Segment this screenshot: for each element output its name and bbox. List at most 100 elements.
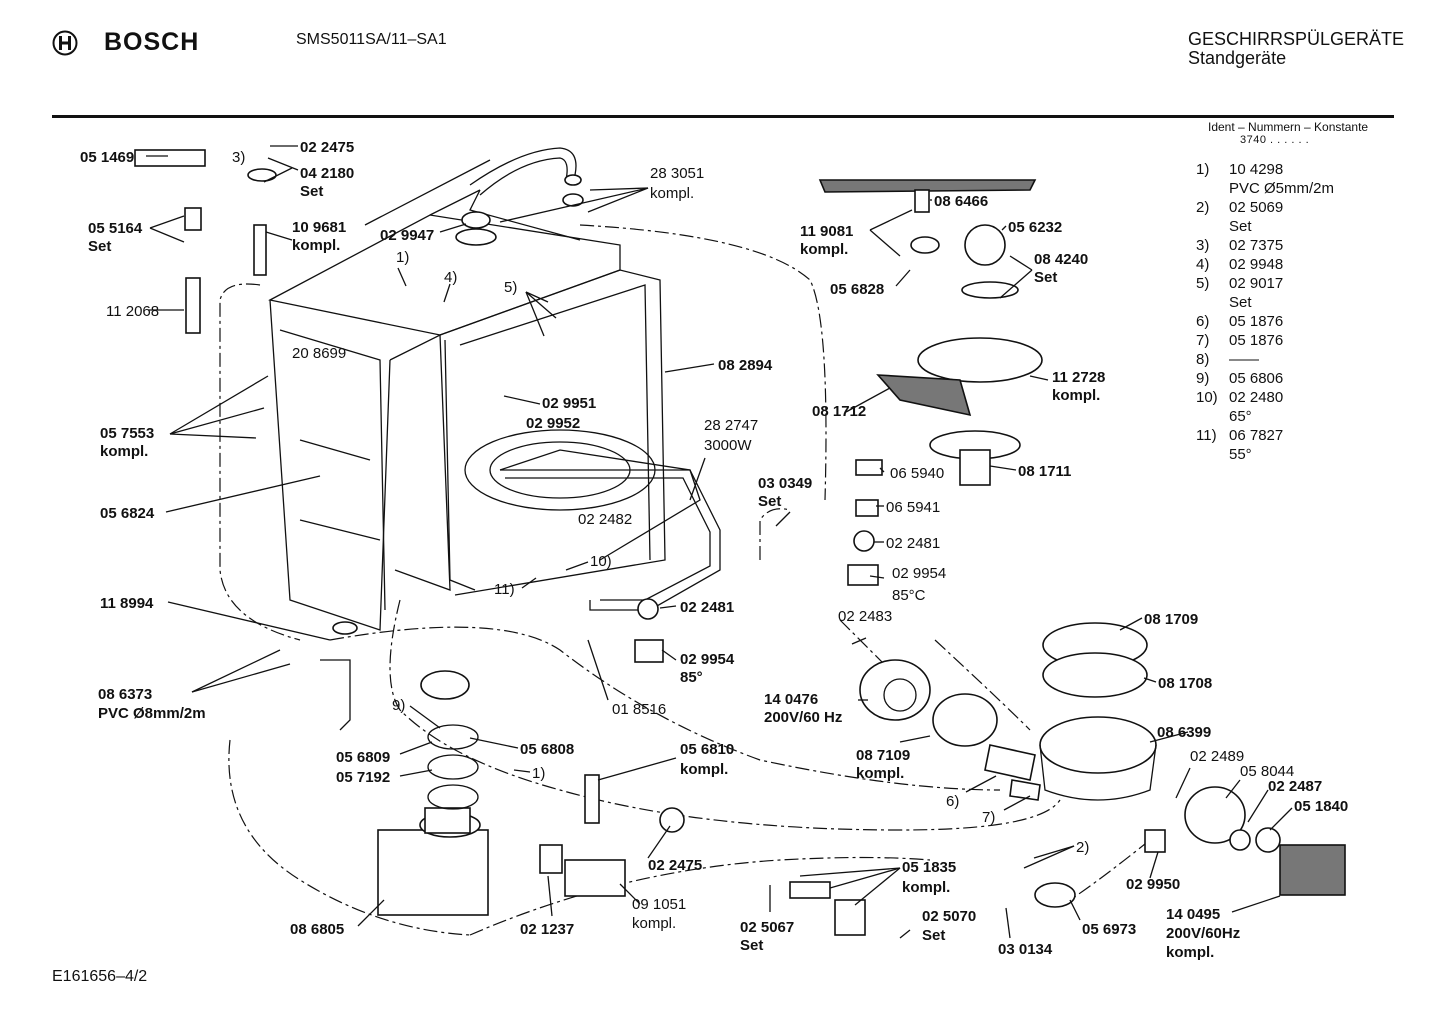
legend-item-number: 11) — [1196, 427, 1217, 444]
header-rule — [52, 115, 1394, 118]
legend-item-line: 55° — [1229, 446, 1252, 463]
callout-022487: 02 2487 — [1268, 778, 1322, 795]
callout-086373: 08 6373 — [98, 686, 152, 703]
legend-item-line: 10 4298 — [1229, 161, 1284, 178]
legend-item-line: 02 9017 — [1229, 275, 1284, 292]
callout-022489: 02 2489 — [1190, 748, 1244, 765]
callout-283051: 28 3051 — [650, 165, 704, 182]
drain-pump — [1144, 786, 1346, 896]
callout-029954b: 02 9954 — [892, 565, 946, 582]
legend-item-line: 05 1876 — [1229, 332, 1284, 349]
legend-item: 11) 06 7827 55° — [1196, 426, 1416, 464]
callout-025070-set: Set — [922, 927, 945, 944]
legend-item-body: —— — [1229, 350, 1259, 369]
legend-item-number: 2) — [1196, 199, 1210, 216]
callout-11: 11) — [494, 581, 515, 598]
legend-item-number: 3) — [1196, 237, 1210, 254]
callout-140495-kompl: kompl. — [1166, 944, 1214, 961]
callout-084240: 08 4240 — [1034, 251, 1088, 268]
circulation-pump — [859, 659, 1041, 801]
legend-item-number: 5) — [1196, 275, 1210, 292]
callout-051840: 05 1840 — [1294, 798, 1348, 815]
callout-081709: 08 1709 — [1144, 611, 1198, 628]
callout-086373-pvc: PVC Ø8mm/2m — [98, 705, 206, 722]
tub-body — [268, 159, 701, 631]
legend-item-line: 06 7827 — [1229, 427, 1284, 444]
legend-item-number: 1) — [1196, 161, 1210, 178]
callout-112728: 11 2728 — [1052, 369, 1105, 386]
legend-item-line: 02 7375 — [1229, 237, 1284, 254]
callout-051469: 05 1469 — [80, 149, 134, 166]
callout-055164: 05 5164 — [88, 220, 143, 237]
callout-056232: 05 6232 — [1008, 219, 1062, 236]
sump-rings — [420, 670, 479, 810]
legend-item-line: 02 2480 — [1229, 389, 1284, 406]
callout-029954a: 02 9954 — [680, 651, 735, 668]
callout-082894: 08 2894 — [718, 357, 773, 374]
callout-labels: 05 1469 3) 02 2475 04 2180 Set 05 5164 S… — [80, 139, 1348, 961]
brand-name: BOSCH — [104, 28, 200, 56]
callout-021237: 02 1237 — [520, 921, 574, 938]
callout-057553: 05 7553 — [100, 425, 154, 442]
callout-029954b-85c: 85°C — [892, 587, 926, 604]
legend-item-body: 05 1876 — [1229, 331, 1283, 350]
callout-119081: 11 9081 — [800, 223, 853, 240]
callout-022481b: 02 2481 — [886, 535, 940, 552]
model-number: SMS5011SA/11–SA1 — [296, 31, 447, 48]
legend-item-number: 7) — [1196, 332, 1210, 349]
callout-029951: 02 9951 — [542, 395, 596, 412]
callout-065941: 06 5941 — [886, 499, 940, 516]
callout-081711: 08 1711 — [1018, 463, 1071, 480]
callout-081712: 08 1712 — [812, 403, 866, 420]
callout-109681: 10 9681 — [292, 219, 346, 236]
legend-item: 6)05 1876 — [1196, 312, 1416, 331]
legend-item-line: PVC Ø5mm/2m — [1229, 180, 1335, 197]
callout-056809: 05 6809 — [336, 749, 390, 766]
legend-item: 7) 05 1876 — [1196, 331, 1416, 350]
callout-018516: 01 8516 — [612, 701, 666, 718]
callout-1a: 1) — [396, 249, 409, 266]
callout-025067-set: Set — [740, 937, 763, 954]
callout-109681-kompl: kompl. — [292, 237, 340, 254]
top-hose — [455, 147, 584, 246]
legend-item-line: 02 9948 — [1229, 256, 1284, 273]
callout-056810-kompl: kompl. — [680, 761, 728, 778]
callout-091051-kompl: kompl. — [632, 915, 676, 932]
legend-item-line: 02 5069 — [1229, 199, 1284, 216]
callout-022481a: 02 2481 — [680, 599, 734, 616]
callout-081708: 08 1708 — [1158, 675, 1212, 692]
spray-arm-upper — [818, 179, 1037, 213]
callout-1b: 1) — [532, 765, 545, 782]
callout-086466: 08 6466 — [934, 193, 988, 210]
callout-030349: 03 0349 — [758, 475, 812, 492]
callout-140495-volt: 200V/60Hz — [1166, 925, 1240, 942]
callout-4: 4) — [444, 269, 457, 286]
legend-item-line: 05 6806 — [1229, 370, 1284, 387]
callout-058044: 05 8044 — [1240, 763, 1294, 780]
legend-subheading: 3740 . . . . . . — [1240, 134, 1310, 146]
legend-item: 4)02 9948 — [1196, 255, 1416, 274]
callout-022475a: 02 2475 — [300, 139, 354, 156]
callout-042180: 04 2180 — [300, 165, 354, 182]
callout-051835-kompl: kompl. — [902, 879, 950, 896]
legend-item-line: 05 1876 — [1229, 313, 1284, 330]
callout-6: 6) — [946, 793, 959, 810]
callout-9: 9) — [392, 697, 405, 714]
legend-item: 8)—— — [1196, 350, 1416, 369]
callout-057553-kompl: kompl. — [100, 443, 148, 460]
heater-element — [500, 469, 721, 611]
callout-055164-set: Set — [88, 238, 111, 255]
product-category: GESCHIRRSPÜLGERÄTE Standgeräte — [1188, 30, 1404, 68]
callout-283051-kompl: kompl. — [650, 185, 694, 202]
legend-item-body: 05 1876 — [1229, 312, 1283, 331]
callout-10: 10) — [590, 553, 612, 570]
callout-022482: 02 2482 — [578, 511, 632, 528]
callout-025070: 02 5070 — [922, 908, 976, 925]
bosch-armature-logo-icon — [52, 30, 78, 56]
legend-item-body: 02 7375 — [1229, 236, 1283, 255]
